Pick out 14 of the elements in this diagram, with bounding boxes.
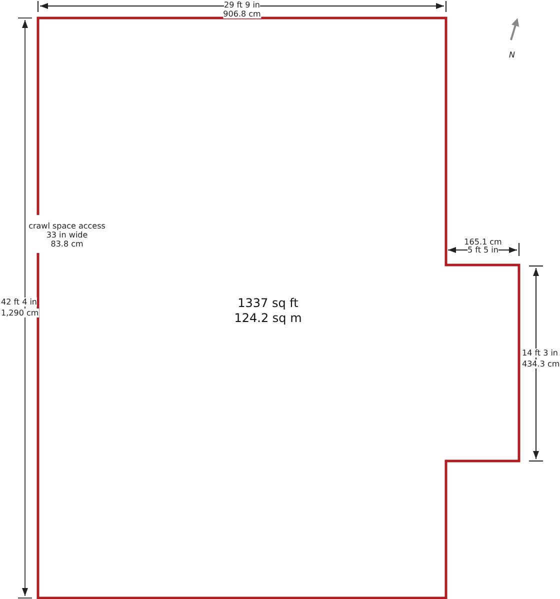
- dimension-label: 42 ft 4 in: [1, 298, 38, 306]
- dimension-label: 434.3 cm: [522, 360, 560, 368]
- compass-label: N: [509, 50, 515, 60]
- note-label: crawl space access: [28, 222, 106, 230]
- dimension-label: 1,290 cm: [1, 308, 39, 318]
- note-label: 33 in wide: [46, 230, 88, 240]
- area-label: 1337 sq ft: [236, 296, 300, 311]
- dimension-label: 165.1 cm: [464, 238, 502, 246]
- area-label: 124.2 sq m: [234, 311, 302, 326]
- note-label: 83.8 cm: [50, 240, 84, 248]
- dimension-label: 5 ft 5 in: [468, 246, 498, 254]
- dimension-label: 29 ft 9 in: [224, 0, 260, 10]
- dimension-label: 906.8 cm: [223, 10, 261, 18]
- dimension-label: 14 ft 3 in: [522, 348, 558, 358]
